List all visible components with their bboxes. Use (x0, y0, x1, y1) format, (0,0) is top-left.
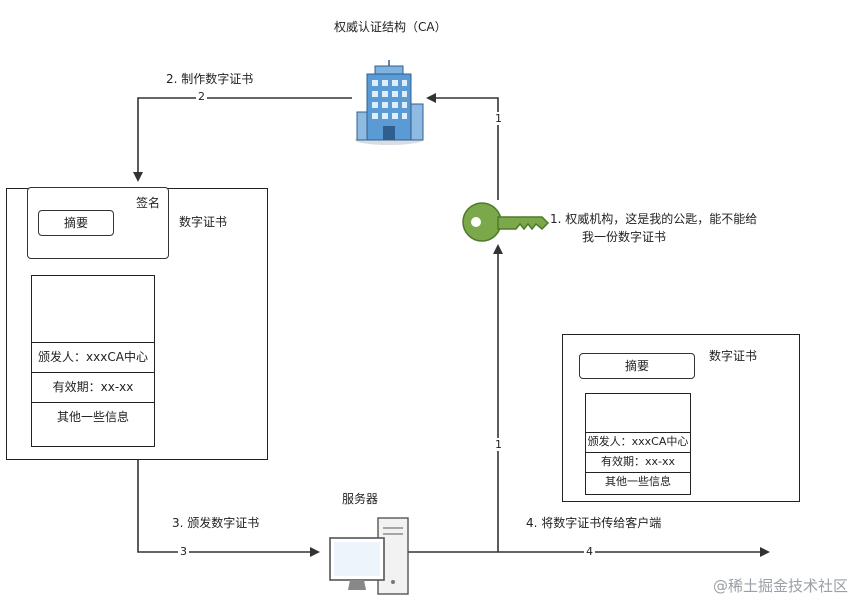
certificate-title-right: 数字证书 (709, 349, 758, 363)
signature-label: 签名 (136, 196, 161, 210)
building-icon (355, 60, 424, 145)
step-1-label-line1: 1. 权威机构，这是我的公匙，能不能给 (550, 212, 758, 226)
certificate-info-box: 颁发人：xxxCA中心 有效期：xx-xx 其他一些信息 (31, 275, 155, 447)
watermark: @稀土掘金技术社区 (712, 577, 848, 595)
step-1-number-top: 1 (494, 112, 503, 125)
step-1-label-line2: 我一份数字证书 (582, 230, 667, 244)
other-info-field-right: 其他一些信息 (586, 472, 690, 493)
computer-icon (329, 517, 409, 595)
signature-box: 签名 摘要 (27, 187, 169, 259)
step-2-label: 2. 制作数字证书 (166, 72, 254, 86)
server-label: 服务器 (342, 492, 379, 506)
validity-field-right: 有效期：xx-xx (586, 452, 690, 473)
arrow-step-3 (137, 460, 320, 557)
arrow-step-1-top (426, 93, 499, 200)
step-1-number-mid: 1 (494, 438, 503, 451)
validity-field: 有效期：xx-xx (32, 372, 154, 403)
arrow-step-2 (133, 97, 352, 182)
certificate-right: 摘要 数字证书 颁发人：xxxCA中心 有效期：xx-xx 其他一些信息 (562, 334, 800, 502)
step-4-label: 4. 将数字证书传给客户端 (526, 516, 662, 530)
certificate-info-box-right: 颁发人：xxxCA中心 有效期：xx-xx 其他一些信息 (585, 393, 691, 495)
other-info-field: 其他一些信息 (32, 402, 154, 433)
key-icon (462, 202, 550, 242)
ca-label: 权威认证结构（CA） (334, 20, 447, 34)
summary-box-right: 摘要 (579, 353, 695, 379)
step-4-number: 4 (584, 545, 595, 558)
step-3-number: 3 (178, 545, 189, 558)
certificate-left: 签名 摘要 数字证书 颁发人：xxxCA中心 有效期：xx-xx 其他一些信息 (6, 187, 268, 460)
issuer-field-right: 颁发人：xxxCA中心 (586, 432, 690, 453)
step-2-number: 2 (196, 90, 207, 103)
certificate-title: 数字证书 (179, 215, 228, 229)
summary-box: 摘要 (38, 210, 114, 236)
issuer-field: 颁发人：xxxCA中心 (32, 342, 154, 373)
step-3-label: 3. 颁发数字证书 (172, 516, 260, 530)
